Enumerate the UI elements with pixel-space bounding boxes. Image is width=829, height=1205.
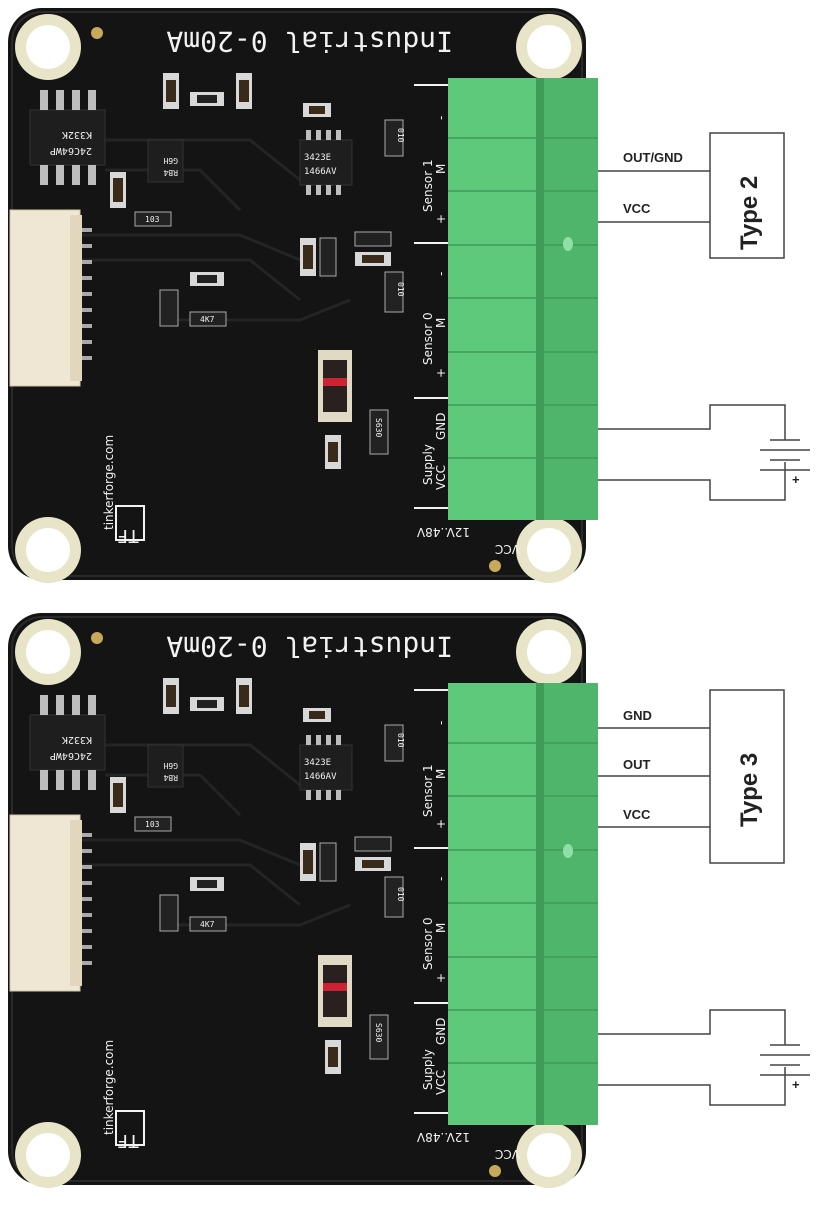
svg-text:3423E: 3423E xyxy=(304,758,331,768)
mounting-hole xyxy=(15,517,81,583)
svg-text:+: + xyxy=(434,368,448,378)
svg-text:1466AV: 1466AV xyxy=(304,167,337,177)
eeprom-chip: K332K 24C64WP xyxy=(29,90,106,185)
sensor-type-label: Type 2 xyxy=(736,176,763,250)
battery-symbol xyxy=(760,439,810,471)
wire-label-vcc: VCC xyxy=(623,201,651,216)
wire-label-gnd: GND xyxy=(623,708,652,723)
svg-text:S630: S630 xyxy=(374,418,383,437)
wiring-panel-type3: Industrial 0-20mA K332K 24C64WP 3423E 14… xyxy=(0,605,829,1205)
mounting-hole xyxy=(15,14,81,80)
wire-label-vcc: VCC xyxy=(623,807,651,822)
svg-text:Sensor 0: Sensor 0 xyxy=(421,917,435,970)
svg-text:TF: TF xyxy=(117,1130,139,1151)
eeprom-chip: K332K 24C64WP xyxy=(29,695,106,790)
driver-chip: 3423E 1466AV xyxy=(299,130,353,195)
battery-plus-label: + xyxy=(792,1077,800,1092)
mounting-hole xyxy=(516,517,582,583)
site-url: tinkerforge.com xyxy=(102,1040,116,1135)
mounting-hole xyxy=(516,1122,582,1188)
svg-text:K332K: K332K xyxy=(62,129,92,140)
svg-text:Supply: Supply xyxy=(421,444,435,485)
svg-text:RB4: RB4 xyxy=(163,773,178,782)
svg-text:M: M xyxy=(434,164,448,174)
svg-text:24C64WP: 24C64WP xyxy=(50,750,92,761)
svg-text:Supply: Supply xyxy=(421,1049,435,1090)
svg-text:GND: GND xyxy=(434,1017,448,1045)
terminal-labels: Sensor 1 Sensor 0 Supply - M + - M + GND… xyxy=(414,689,520,1161)
svg-text:VCC: VCC xyxy=(434,1070,448,1095)
bricklet-connector xyxy=(9,209,92,387)
svg-text:-: - xyxy=(434,721,448,725)
svg-text:3423E: 3423E xyxy=(304,153,331,163)
svg-text:+: + xyxy=(434,214,448,224)
svg-text:M: M xyxy=(434,923,448,933)
svg-text:+: + xyxy=(434,973,448,983)
svg-text:VCC: VCC xyxy=(434,465,448,490)
battery-symbol xyxy=(760,1044,810,1076)
svg-text:4K7: 4K7 xyxy=(200,920,215,929)
adc-chip: G6H RB4 xyxy=(147,139,184,183)
svg-text:Sensor 1: Sensor 1 xyxy=(421,159,435,212)
svg-text:GND: GND xyxy=(434,412,448,440)
svg-text:-: - xyxy=(434,272,448,276)
svg-text:VCC: VCC xyxy=(495,542,520,556)
bricklet-connector xyxy=(9,814,92,992)
tinkerforge-logo: TF xyxy=(115,1110,145,1151)
svg-text:RB4: RB4 xyxy=(163,168,178,177)
svg-text:K332K: K332K xyxy=(62,734,92,745)
svg-text:4K7: 4K7 xyxy=(200,315,215,324)
terminal-block xyxy=(448,78,598,520)
sensor-type-label: Type 3 xyxy=(736,753,763,827)
svg-text:Sensor 0: Sensor 0 xyxy=(421,312,435,365)
svg-text:-: - xyxy=(434,877,448,881)
site-url: tinkerforge.com xyxy=(102,435,116,530)
mounting-hole xyxy=(15,619,81,685)
svg-text:24C64WP: 24C64WP xyxy=(50,145,92,156)
adc-chip: G6H RB4 xyxy=(147,744,184,788)
svg-text:12V..48V: 12V..48V xyxy=(416,525,470,539)
wire-label-out-gnd: OUT/GND xyxy=(623,150,683,165)
wiring xyxy=(598,170,786,501)
mounting-hole xyxy=(516,619,582,685)
svg-text:1466AV: 1466AV xyxy=(304,772,337,782)
terminal-labels: Sensor 1 Sensor 0 Supply - M + - M + GND… xyxy=(414,84,520,556)
svg-text:+: + xyxy=(434,819,448,829)
svg-text:S630: S630 xyxy=(374,1023,383,1042)
svg-text:VCC: VCC xyxy=(495,1147,520,1161)
mounting-hole xyxy=(15,1122,81,1188)
svg-text:010: 010 xyxy=(396,887,405,902)
driver-chip: 3423E 1466AV xyxy=(299,735,353,800)
svg-text:M: M xyxy=(434,769,448,779)
board-title: Industrial 0-20mA xyxy=(166,25,453,58)
tinkerforge-logo: TF xyxy=(115,505,145,546)
sensor-box-type2: Type 2 xyxy=(709,132,785,259)
svg-text:TF: TF xyxy=(117,525,139,546)
svg-text:Sensor 1: Sensor 1 xyxy=(421,764,435,817)
passive-components: 103 010 010 4K7 S630 xyxy=(110,678,405,1074)
passive-components: 103 010 010 4K7 S630 xyxy=(110,73,405,469)
terminal-block xyxy=(448,683,598,1125)
board-title: Industrial 0-20mA xyxy=(166,630,453,663)
svg-text:G6H: G6H xyxy=(163,761,178,770)
wiring-panel-type2: Industrial 0-20mA K332K 24C64WP 3423E 14… xyxy=(0,0,829,600)
svg-text:103: 103 xyxy=(145,215,160,224)
mounting-hole xyxy=(516,14,582,80)
svg-text:010: 010 xyxy=(396,128,405,143)
svg-text:103: 103 xyxy=(145,820,160,829)
svg-text:-: - xyxy=(434,116,448,120)
svg-text:12V..48V: 12V..48V xyxy=(416,1130,470,1144)
svg-text:M: M xyxy=(434,318,448,328)
svg-text:010: 010 xyxy=(396,733,405,748)
sensor-box-type3: Type 3 xyxy=(709,689,785,864)
svg-text:G6H: G6H xyxy=(163,156,178,165)
svg-text:010: 010 xyxy=(396,282,405,297)
wire-label-out: OUT xyxy=(623,757,651,772)
battery-plus-label: + xyxy=(792,472,800,487)
wiring xyxy=(598,727,786,1106)
